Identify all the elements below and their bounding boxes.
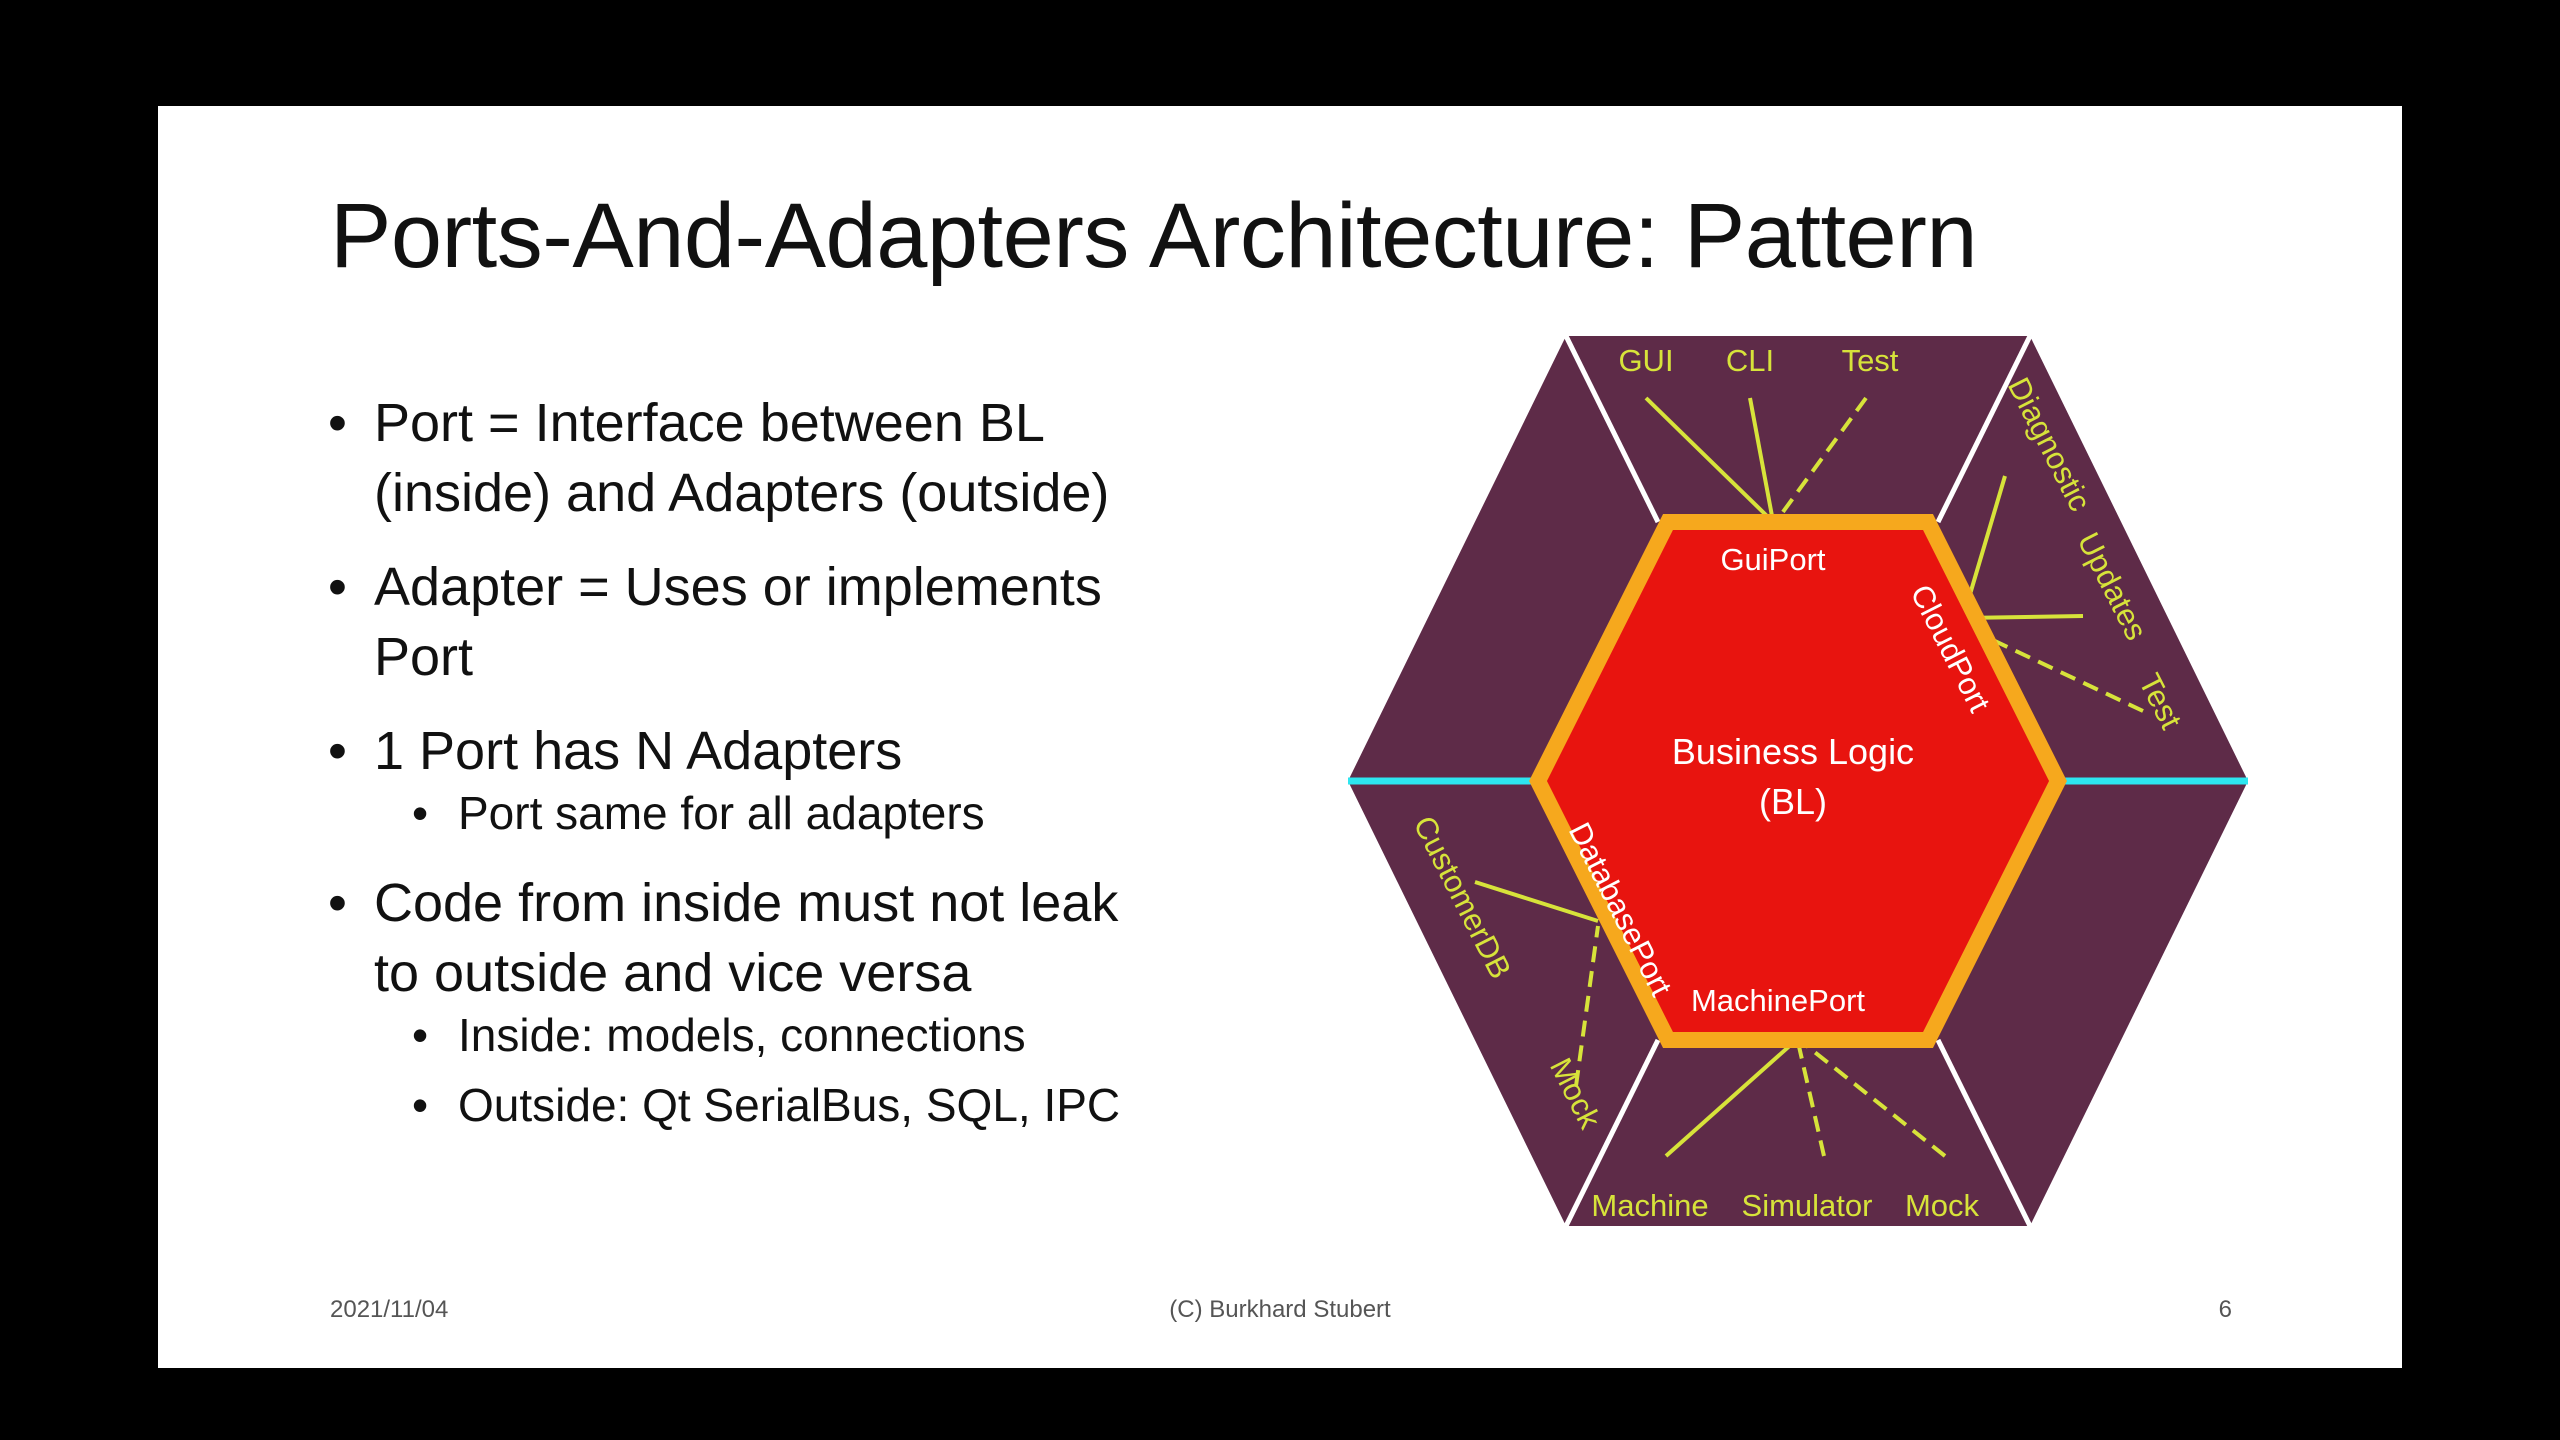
ports-and-adapters-diagram: Business Logic (BL) GuiPort MachinePort … <box>1348 336 2248 1228</box>
sub-bullet-item: • Port same for all adapters <box>328 784 1388 842</box>
bullet-text-line: Port <box>374 627 474 687</box>
adapter-test-top-label: Test <box>1842 343 1899 378</box>
bullet-marker: • <box>328 873 347 933</box>
bullet-text-line: 1 Port has N Adapters <box>374 721 903 781</box>
connector-machine <box>1664 1040 1796 1158</box>
connector-mock-bottom <box>1800 1040 1947 1158</box>
footer-date: 2021/11/04 <box>330 1296 449 1323</box>
connector-customerdb <box>1474 880 1599 923</box>
page-number: 6 <box>2218 1296 2232 1323</box>
connector-simulator <box>1796 1041 1826 1157</box>
divider-bottom-left <box>1563 1038 1661 1228</box>
connector-mock-left <box>1574 925 1600 1087</box>
adapter-cli-label: CLI <box>1726 343 1774 378</box>
sub-bullet-item: • Inside: models, connections <box>328 1006 1388 1064</box>
bullet-marker: • <box>328 721 347 781</box>
bullet-marker: • <box>328 557 347 617</box>
bullet-marker: • <box>412 1009 429 1061</box>
sub-bullet-item: • Outside: Qt SerialBus, SQL, IPC <box>328 1076 1388 1134</box>
bullet-text-line: Port same for all adapters <box>458 787 985 839</box>
adapter-mock-bottom-label: Mock <box>1905 1188 1980 1223</box>
bullet-text-line: Outside: Qt SerialBus, SQL, IPC <box>458 1079 1121 1131</box>
adapter-machine-label: Machine <box>1591 1188 1708 1223</box>
connector-gui <box>1644 396 1769 518</box>
bullet-text-line: Port = Interface between BL <box>374 393 1045 453</box>
bullet-list: • Port = Interface between BL (inside) and… <box>328 388 1388 1160</box>
divider-top-left <box>1563 336 1661 524</box>
bullet-text-line: to outside and vice versa <box>374 943 972 1003</box>
business-logic-hexagon <box>1529 514 2067 1048</box>
bullet-marker: • <box>328 393 347 453</box>
connector-cli <box>1748 397 1774 517</box>
bullet-marker: • <box>412 787 429 839</box>
bullet-item: • Code from inside must not leak to outsid… <box>328 868 1388 1008</box>
bullet-text-line: Code from inside must not leak <box>374 873 1119 933</box>
slide-title: Ports-And-Adapters Architecture: Pattern <box>330 185 1978 287</box>
bullet-text-line: Inside: models, connections <box>458 1009 1026 1061</box>
slide: Ports-And-Adapters Architecture: Pattern… <box>158 106 2402 1368</box>
gui-port-label: GuiPort <box>1720 542 1825 577</box>
bullet-item: • 1 Port has N Adapters <box>328 716 1388 786</box>
bullet-text-line: Adapter = Uses or implements <box>374 557 1102 617</box>
bullet-item: • Port = Interface between BL (inside) and… <box>328 388 1388 528</box>
divider-top-right <box>1935 336 2033 524</box>
adapter-gui-label: GUI <box>1618 343 1673 378</box>
business-logic-label: Business Logic <box>1672 731 1914 772</box>
divider-bottom-right <box>1935 1038 2033 1228</box>
business-logic-abbr: (BL) <box>1759 781 1827 822</box>
machine-port-label: MachinePort <box>1691 983 1865 1018</box>
bullet-marker: • <box>412 1079 429 1131</box>
adapter-simulator-label: Simulator <box>1742 1188 1873 1223</box>
footer-copyright: (C) Burkhard Stubert <box>1169 1296 1391 1323</box>
bullet-text-line: (inside) and Adapters (outside) <box>374 463 1110 523</box>
